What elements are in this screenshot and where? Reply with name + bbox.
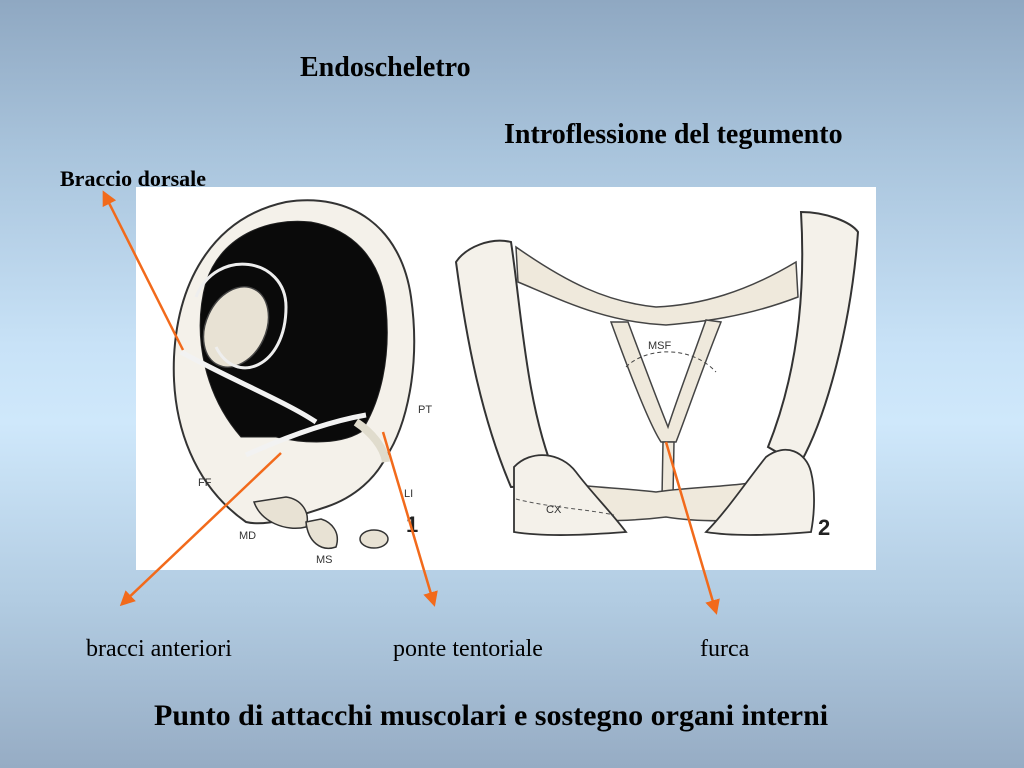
label-ponte-tentoriale: ponte tentoriale — [393, 636, 543, 662]
label-md: MD — [239, 530, 256, 542]
label-braccio-dorsale: Braccio dorsale — [60, 166, 207, 191]
figure-number-1: 1 — [406, 512, 418, 537]
furca-drawing: MSF CX 2 — [454, 210, 860, 540]
label-msf: MSF — [648, 340, 672, 352]
head-capsule-drawing: PT FF LI MD MS 1 — [172, 199, 432, 566]
label-li: LI — [404, 488, 413, 500]
label-ff: FF — [198, 477, 212, 489]
anatomy-drawing: PT FF LI MD MS 1 MSF CX 2 — [172, 199, 860, 566]
label-furca: furca — [700, 636, 750, 662]
slide-subtitle: Introflessione del tegumento — [504, 119, 843, 150]
label-bracci-anteriori: bracci anteriori — [86, 636, 232, 662]
figure-number-2: 2 — [818, 515, 830, 540]
label-pt: PT — [418, 404, 432, 416]
anatomy-figure: PT FF LI MD MS 1 MSF CX 2 — [136, 187, 876, 570]
label-ms: MS — [316, 554, 333, 566]
label-cx: CX — [546, 504, 562, 516]
slide-footer: Punto di attacchi muscolari e sostegno o… — [154, 699, 829, 732]
slide-title: Endoscheletro — [300, 52, 471, 83]
